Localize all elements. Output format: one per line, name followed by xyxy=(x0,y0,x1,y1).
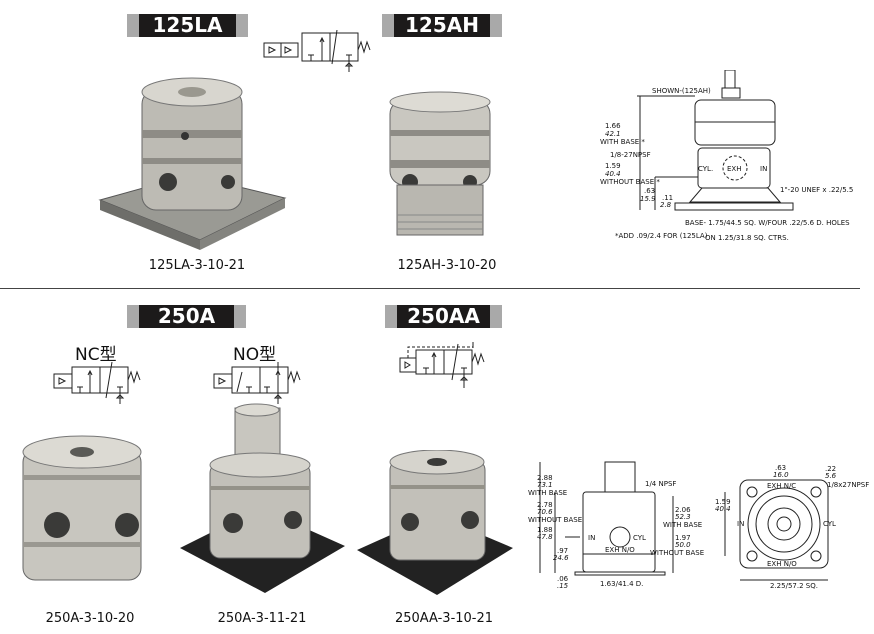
dim-label: WITHOUT BASE xyxy=(650,549,704,557)
dim-label: .97 xyxy=(557,547,568,555)
dim-label: 1.59 xyxy=(715,498,731,506)
dim-label: ON 1.25/31.8 SQ. CTRS. xyxy=(705,234,789,242)
dim-label: BASE- 1.75/44.5 SQ. W/FOUR .22/5.6 D. HO… xyxy=(685,219,850,227)
dim-label: .15 xyxy=(557,582,569,590)
product-photo-250a-3-11-21 xyxy=(180,403,345,593)
port-label-exh-nc: EXH N/C xyxy=(767,482,796,490)
model-header-125ah: 125AH xyxy=(382,14,502,37)
dim-label: 1.97 xyxy=(675,534,691,542)
dim-label: 2.88 xyxy=(537,474,553,482)
dim-label: 1"-20 UNEF x .22/5.5 xyxy=(780,186,853,194)
port-label-exh-no: EXH N/O xyxy=(767,560,797,568)
dim-label: 73.1 xyxy=(537,481,553,489)
dim-label: .22 xyxy=(825,465,836,473)
valve-symbol-125 xyxy=(263,30,371,72)
dim-label: 1/4 NPSF xyxy=(645,480,676,488)
label-shown: SHOWN-(125AH) xyxy=(652,87,711,95)
dim-label: .63 xyxy=(644,187,655,195)
valve-symbol-nc xyxy=(53,362,141,404)
port-label-exh: EXH N/O xyxy=(605,546,635,554)
dim-label: .11 xyxy=(662,194,673,202)
dim-label: 24.6 xyxy=(553,554,569,562)
dim-label: 2.8 xyxy=(660,201,672,209)
dim-label: 5.6 xyxy=(825,472,837,480)
caption-250a-3-11-21: 250A-3-11-21 xyxy=(217,611,307,626)
dim-label: 42.1 xyxy=(605,130,621,138)
dimension-drawing-125: SHOWN-(125AH) 1.66 42.1 WITH BASE * 1/8-… xyxy=(600,70,853,242)
model-header-250a: 250A xyxy=(127,305,246,328)
dim-label: 1.63/41.4 D. xyxy=(600,580,643,588)
port-label-exh: EXH xyxy=(727,165,741,173)
dim-label: WITH BASE xyxy=(663,521,702,529)
dim-label: 15.9 xyxy=(640,195,656,203)
dim-label: 70.6 xyxy=(537,508,553,516)
dim-label: 1.59 xyxy=(605,162,621,170)
dim-note: *ADD .09/2.4 FOR (125LA) xyxy=(615,232,708,240)
dim-label: 1/8x27NPSF xyxy=(827,481,869,489)
dim-label: WITHOUT BASE * xyxy=(600,178,660,186)
product-photo-125ah xyxy=(389,91,491,236)
valve-symbol-no xyxy=(213,362,301,404)
port-label-in: IN xyxy=(760,165,767,173)
dim-label: .63 xyxy=(775,464,786,472)
dim-label: 50.0 xyxy=(675,541,691,549)
model-header-250aa: 250AA xyxy=(385,305,502,328)
model-header-125la: 125LA xyxy=(127,14,248,37)
dim-label: 52.3 xyxy=(675,513,691,521)
dim-label: 40.4 xyxy=(715,505,731,513)
port-label-cyl: CYL. xyxy=(698,165,713,173)
dim-label: WITH BASE xyxy=(528,489,567,497)
caption-125la: 125LA-3-10-21 xyxy=(148,258,246,273)
port-label-cyl: CYL xyxy=(823,520,836,528)
product-photo-250a-3-10-20 xyxy=(22,435,142,581)
port-label-in: IN xyxy=(737,520,744,528)
dim-label: 1.66 xyxy=(605,122,621,130)
product-photo-250aa-3-10-21 xyxy=(357,450,513,595)
port-label-cyl: CYL xyxy=(633,534,646,542)
dim-label: WITH BASE * xyxy=(600,138,645,146)
dim-label: 47.8 xyxy=(537,533,553,541)
valve-symbol-250aa xyxy=(399,342,485,388)
caption-250a-3-10-20: 250A-3-10-20 xyxy=(45,611,135,626)
label-nc-type: NC型 xyxy=(75,345,117,365)
label-no-type: NO型 xyxy=(233,345,277,365)
dim-label: 40.4 xyxy=(605,170,621,178)
dim-label: 2.78 xyxy=(537,501,553,509)
dimension-drawing-250-side: 2.88 73.1 WITH BASE 2.78 70.6 WITHOUT BA… xyxy=(528,461,704,590)
dimension-drawing-250-top: .63 16.0 .22 5.6 1/8x27NPSF EXH N/C EXH … xyxy=(715,464,869,590)
dim-label: 1.88 xyxy=(537,526,553,534)
dim-label: 16.0 xyxy=(773,471,789,479)
product-photo-125la xyxy=(98,77,287,250)
port-label-in: IN xyxy=(588,534,595,542)
dim-label: WITHOUT BASE xyxy=(528,516,582,524)
caption-125ah: 125AH-3-10-20 xyxy=(397,258,497,273)
caption-250aa-3-10-21: 250AA-3-10-21 xyxy=(394,611,494,626)
dim-label: 1/8-27NPSF xyxy=(610,151,651,159)
section-divider xyxy=(0,288,860,289)
dim-label: 2.06 xyxy=(675,506,691,514)
dim-label: 2.25/57.2 SQ. xyxy=(770,582,818,590)
dim-label: .06 xyxy=(557,575,569,583)
